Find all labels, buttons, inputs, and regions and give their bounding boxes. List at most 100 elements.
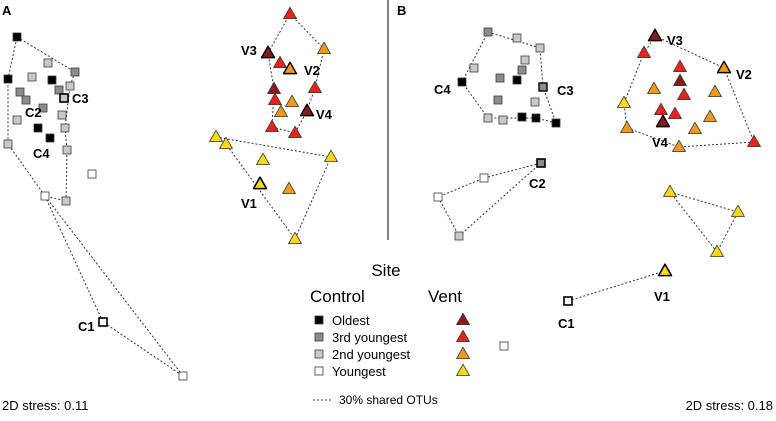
panel-b-vent-point-42 bbox=[710, 244, 724, 258]
legend-vent-swatch-1 bbox=[456, 329, 470, 343]
panel-a-vent-point-38 bbox=[219, 136, 233, 150]
panel-b-vent-point-39 bbox=[747, 134, 761, 148]
panel-b-label-4: C1 bbox=[558, 316, 575, 331]
panel-b-control-point-16 bbox=[498, 115, 508, 125]
panel-a-control-point-7 bbox=[15, 87, 25, 97]
panel-a-points bbox=[3, 6, 338, 381]
legend-hull-label: 30% shared OTUs bbox=[339, 393, 438, 407]
panel-b-vent-point-36 bbox=[620, 120, 634, 134]
panel-a-vent-point-34 bbox=[274, 104, 288, 118]
panel-b-vent-point-28 bbox=[647, 81, 661, 95]
panel-a-control-point-16 bbox=[3, 139, 13, 149]
panel-b-control-point-1 bbox=[512, 33, 522, 43]
panel-a-label-0: A bbox=[2, 3, 12, 18]
panel-b-vent-point-23 bbox=[647, 28, 663, 42]
legend-entry-label-1: 3rd youngest bbox=[332, 330, 408, 345]
legend-entry-label-2: 2nd youngest bbox=[332, 347, 410, 362]
legend-control-swatch-3 bbox=[314, 366, 324, 376]
panel-a-vent-point-32 bbox=[285, 94, 299, 108]
panel-a-control-point-22 bbox=[98, 317, 108, 327]
panel-b-control-point-4 bbox=[469, 63, 479, 73]
panel-b-hulls bbox=[437, 31, 755, 302]
panel-b-vent-point-38 bbox=[672, 139, 686, 153]
panel-a-hull-1 bbox=[44, 195, 184, 377]
panel-a-vent-point-36 bbox=[288, 125, 302, 139]
panel-b-control-point-19 bbox=[433, 192, 443, 202]
panel-b-control-point-11 bbox=[530, 97, 540, 107]
panel-b-label-1: C4 bbox=[434, 82, 451, 97]
panel-a-control-point-17 bbox=[62, 145, 72, 155]
panel-b-control-point-7 bbox=[495, 73, 505, 83]
legend-control-header: Control bbox=[310, 287, 365, 306]
panel-b-control-point-2 bbox=[535, 43, 545, 53]
panel-a-label-4: C1 bbox=[78, 319, 95, 334]
panel-b-points bbox=[433, 27, 761, 351]
legend-title: Site bbox=[371, 261, 400, 280]
panel-a-control-point-2 bbox=[47, 75, 57, 85]
legend-vent-swatch-0 bbox=[456, 312, 470, 326]
panel-a-vent-point-26 bbox=[273, 55, 287, 69]
legend-entry-label-0: Oldest bbox=[332, 313, 370, 328]
panel-b-control-point-15 bbox=[483, 113, 493, 123]
panel-a-control-point-8 bbox=[21, 95, 31, 105]
panel-a-label-2: C2 bbox=[25, 105, 42, 120]
panel-a-hull-3 bbox=[215, 136, 332, 240]
panel-a-vent-point-37 bbox=[209, 129, 223, 143]
panel-b-vent-point-43 bbox=[657, 263, 673, 277]
panel-b-hull-1 bbox=[437, 162, 542, 237]
panel-a-control-point-12 bbox=[43, 58, 53, 68]
panel-b-control-point-6 bbox=[457, 77, 467, 87]
panel-a-vent-point-41 bbox=[252, 176, 268, 190]
panel-b-label-0: B bbox=[397, 3, 406, 18]
panel-b-vent-point-40 bbox=[663, 184, 677, 198]
legend-entry-label-3: Youngest bbox=[332, 364, 386, 379]
panel-a-vent-point-29 bbox=[267, 81, 281, 95]
panel-a-vent-point-24 bbox=[283, 6, 297, 20]
panel-b-label-5: V3 bbox=[667, 33, 683, 48]
panel-b-control-point-3 bbox=[520, 55, 530, 65]
panel-a-control-point-4 bbox=[45, 133, 55, 143]
panel-b-control-point-0 bbox=[483, 27, 493, 37]
panel-b-control-point-13 bbox=[531, 113, 541, 123]
panel-a-control-point-0 bbox=[12, 32, 22, 42]
panel-a-vent-point-42 bbox=[282, 181, 296, 195]
panel-b-control-point-10 bbox=[493, 95, 503, 105]
panel-a-vent-point-30 bbox=[308, 80, 322, 94]
panel-a-control-point-18 bbox=[61, 196, 71, 206]
panel-b-label-8: V1 bbox=[654, 289, 670, 304]
panel-b-vent-point-29 bbox=[677, 87, 691, 101]
legend-control-swatch-2 bbox=[314, 349, 324, 359]
panel-b-vent-point-27 bbox=[673, 73, 687, 87]
panel-b-control-point-9 bbox=[538, 82, 548, 92]
panel-a-vent-point-28 bbox=[317, 41, 331, 55]
panel-b-label-3: C2 bbox=[529, 176, 546, 191]
panel-a-vent-point-43 bbox=[288, 231, 302, 245]
panel-a-control-point-15 bbox=[60, 123, 70, 133]
panel-a-control-point-19 bbox=[59, 93, 69, 103]
panel-b-vent-point-37 bbox=[688, 121, 702, 135]
panel-b-vent-point-35 bbox=[655, 114, 671, 128]
panel-a-hulls bbox=[7, 13, 332, 377]
panel-b-vent-point-24 bbox=[637, 45, 651, 59]
panel-b-vent-point-31 bbox=[617, 95, 631, 109]
panel-b-control-point-18 bbox=[479, 173, 489, 183]
panel-b-vent-point-26 bbox=[673, 59, 687, 73]
panel-a-control-point-14 bbox=[57, 110, 67, 120]
panel-b-vent-point-33 bbox=[668, 106, 682, 120]
panel-a-control-point-13 bbox=[12, 115, 22, 125]
panel-a-vent-point-25 bbox=[260, 45, 276, 59]
panel-b-label-2: C3 bbox=[557, 83, 574, 98]
panel-a-hull-2 bbox=[267, 13, 325, 134]
panel-b-label-7: V4 bbox=[652, 135, 669, 150]
panel-b-vent-point-34 bbox=[703, 109, 717, 123]
panel-a-vent-point-39 bbox=[324, 149, 338, 163]
panel-a-vent-point-31 bbox=[268, 92, 282, 106]
legend-vent-swatch-3 bbox=[456, 363, 470, 377]
panel-a-control-point-9 bbox=[38, 103, 48, 113]
legend-vent-swatch-2 bbox=[456, 346, 470, 360]
panel-a-vent-point-33 bbox=[299, 103, 315, 117]
